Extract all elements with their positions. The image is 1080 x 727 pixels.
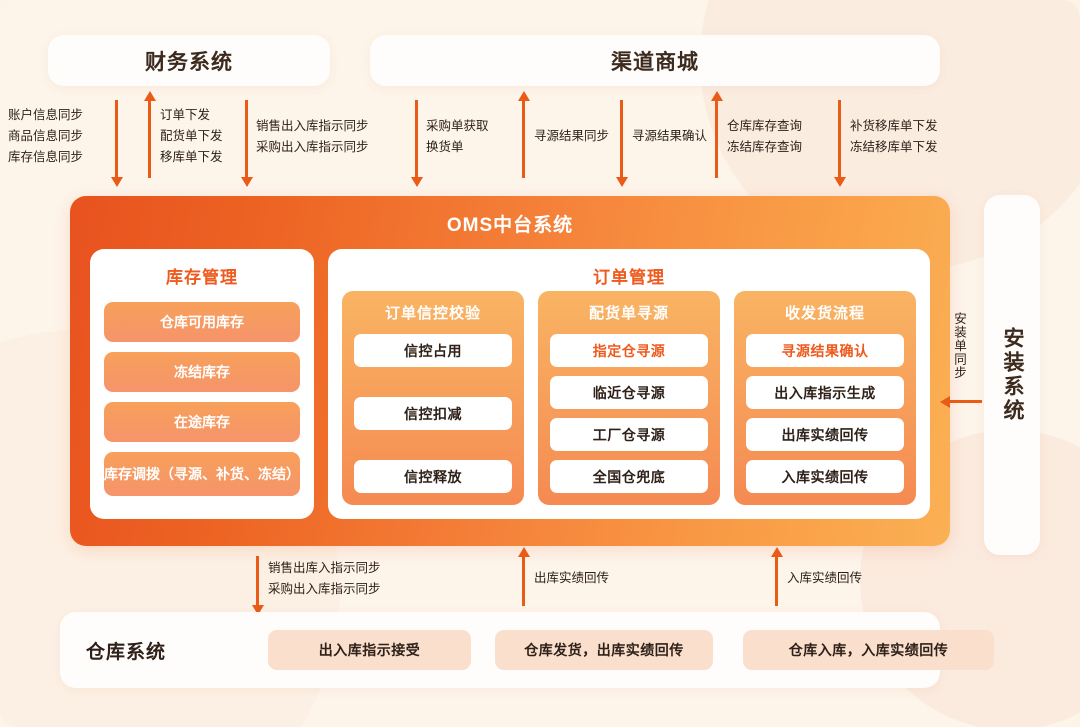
flow-label-stock-query: 仓库库存查询 冻结库存查询: [727, 119, 803, 154]
flow-arrow-account-sync: [110, 100, 123, 187]
panel-inventory-management: 库存管理 仓库可用库存冻结库存在途库存库存调拨（寻源、补货、冻结）: [90, 249, 314, 519]
warehouse-chip-io-instruction-receive[interactable]: 出入库指示接受: [268, 630, 471, 670]
flow-label-io-instruction-sync: 销售出库入指示同步 采购出入库指示同步: [268, 561, 381, 596]
inventory-item[interactable]: 冻结库存: [104, 352, 300, 392]
flow-label-order-dispatch: 订单下发 配货单下发 移库单下发: [160, 108, 223, 164]
flow-label-sourcing-result-sync: 寻源结果同步: [534, 129, 610, 143]
order-subgroup-item[interactable]: 出库实绩回传: [746, 418, 904, 451]
flow-arrow-inbound-result-return: [770, 547, 783, 606]
order-subgroup-item[interactable]: 寻源结果确认: [746, 334, 904, 367]
flow-arrow-order-dispatch: [143, 91, 156, 178]
order-subgroup-title: 收发货流程: [784, 305, 865, 322]
flow-arrow-io-instruction-sync: [251, 556, 264, 615]
order-subgroup-item[interactable]: 信控扣减: [354, 397, 512, 430]
oms-title: OMS中台系统: [446, 215, 574, 236]
flow-arrow-stock-query: [710, 91, 723, 178]
flow-label-purchase-order-fetch: 采购单获取 换货单: [426, 119, 489, 154]
order-subgroup: 收发货流程寻源结果确认出入库指示生成出库实绩回传入库实绩回传: [734, 291, 916, 505]
inventory-item[interactable]: 仓库可用库存: [104, 302, 300, 342]
node-channel-mall-label: 渠道商城: [611, 50, 699, 74]
flow-arrow-outbound-result-return: [517, 547, 530, 606]
order-subgroup-item[interactable]: 出入库指示生成: [746, 376, 904, 409]
order-subgroup-item-list: 指定仓寻源临近仓寻源工厂仓寻源全国仓兜底: [550, 334, 708, 493]
panel-inventory-title: 库存管理: [166, 268, 238, 287]
flow-label-replenishment-transfer: 补货移库单下发 冻结移库单下发: [850, 119, 938, 154]
inventory-item[interactable]: 在途库存: [104, 402, 300, 442]
order-subgroup-item[interactable]: 指定仓寻源: [550, 334, 708, 367]
order-subgroup: 订单信控校验信控占用信控扣减信控释放: [342, 291, 524, 505]
order-subgroup-item[interactable]: 信控占用: [354, 334, 512, 367]
node-channel-mall[interactable]: 渠道商城: [370, 35, 940, 86]
node-oms-platform[interactable]: OMS中台系统 库存管理 仓库可用库存冻结库存在途库存库存调拨（寻源、补货、冻结…: [70, 196, 950, 546]
node-finance-system-label: 财务系统: [145, 50, 233, 74]
warehouse-chip-inbound-result[interactable]: 仓库入库，入库实绩回传: [743, 630, 994, 670]
flow-label-sales-io-sync: 销售出入库指示同步 采购出入库指示同步: [256, 119, 369, 154]
flow-label-install-order-sync: 安装单同步: [952, 312, 966, 380]
order-subgroup-item-list: 信控占用信控扣减信控释放: [354, 334, 512, 493]
node-install-system-label: 安装系统: [1001, 327, 1024, 423]
order-subgroup-item[interactable]: 全国仓兜底: [550, 460, 708, 493]
panel-order-title: 订单管理: [593, 268, 665, 287]
flow-arrow-install-order-sync: [940, 395, 982, 408]
flow-label-sourcing-result-confirm: 寻源结果确认: [632, 129, 708, 143]
order-subgroup-title: 配货单寻源: [588, 305, 669, 322]
order-subgroup: 配货单寻源指定仓寻源临近仓寻源工厂仓寻源全国仓兜底: [538, 291, 720, 505]
flow-arrow-sales-io-sync: [240, 100, 253, 187]
inventory-item[interactable]: 库存调拨（寻源、补货、冻结）: [104, 452, 300, 496]
flow-label-finance-downstream: 账户信息同步 商品信息同步 库存信息同步: [8, 108, 84, 164]
flow-label-outbound-result-return: 出库实绩回传: [534, 571, 610, 585]
order-subgroup-item[interactable]: 临近仓寻源: [550, 376, 708, 409]
flow-label-inbound-result-return: 入库实绩回传: [787, 571, 863, 585]
flow-arrow-sourcing-result-sync: [517, 91, 530, 178]
panel-order-management: 订单管理 订单信控校验信控占用信控扣减信控释放配货单寻源指定仓寻源临近仓寻源工厂…: [328, 249, 930, 519]
flow-arrow-purchase-order-fetch: [410, 100, 423, 187]
inventory-item-list: 仓库可用库存冻结库存在途库存库存调拨（寻源、补货、冻结）: [104, 302, 300, 496]
node-finance-system[interactable]: 财务系统: [48, 35, 330, 86]
flow-arrow-replenishment-transfer: [833, 100, 846, 187]
node-warehouse-system[interactable]: 仓库系统 出入库指示接受 仓库发货，出库实绩回传 仓库入库，入库实绩回传: [60, 612, 994, 688]
order-subgroup-container: 订单信控校验信控占用信控扣减信控释放配货单寻源指定仓寻源临近仓寻源工厂仓寻源全国…: [342, 291, 916, 505]
flow-arrow-sourcing-result-confirm: [615, 100, 628, 187]
order-subgroup-title: 订单信控校验: [384, 305, 481, 322]
warehouse-system-title: 仓库系统: [86, 641, 167, 663]
warehouse-chip-outbound-result[interactable]: 仓库发货，出库实绩回传: [495, 630, 713, 670]
order-subgroup-item[interactable]: 工厂仓寻源: [550, 418, 708, 451]
inventory-item-label-line: （寻源、补货、冻结）: [160, 465, 300, 482]
order-subgroup-item-list: 寻源结果确认出入库指示生成出库实绩回传入库实绩回传: [746, 334, 904, 493]
order-subgroup-item[interactable]: 入库实绩回传: [746, 460, 904, 493]
node-install-system[interactable]: 安装系统: [984, 195, 1040, 555]
inventory-item-label-line: 库存调拨: [104, 465, 160, 482]
order-subgroup-item[interactable]: 信控释放: [354, 460, 512, 493]
